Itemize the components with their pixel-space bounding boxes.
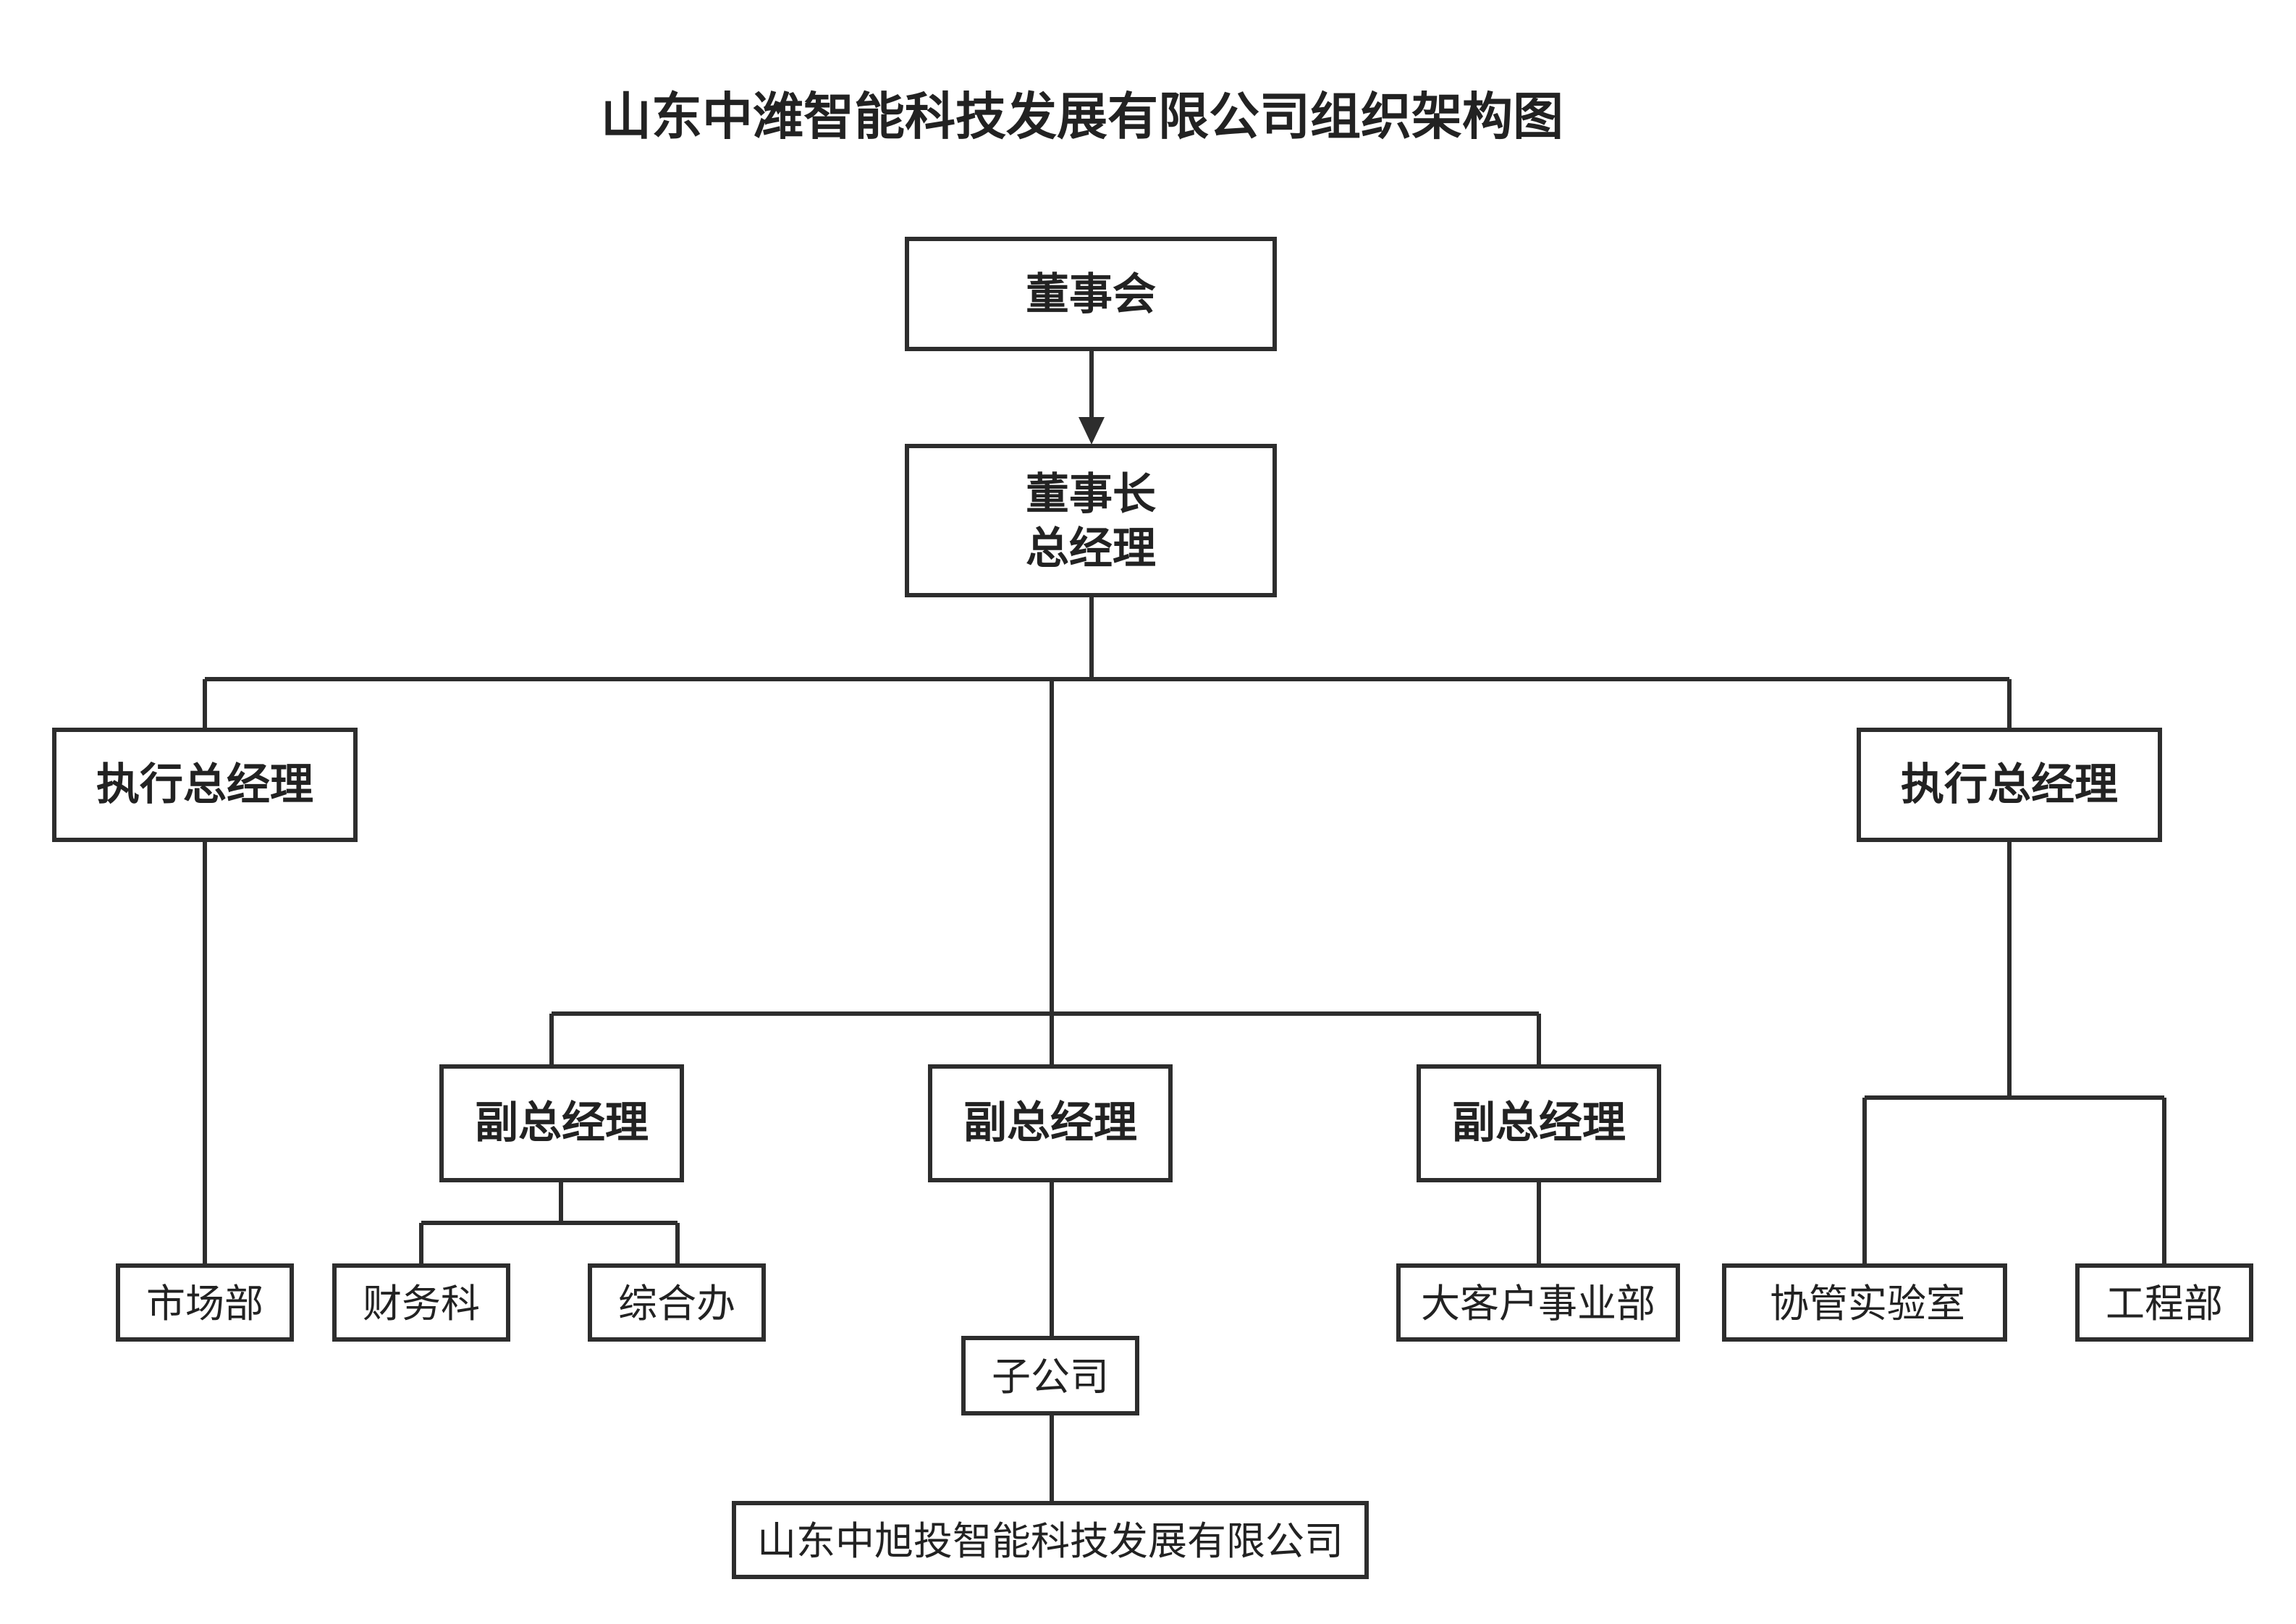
arrow-down-icon	[1079, 417, 1105, 445]
node-key-accounts-label: 大客户事业部	[1421, 1281, 1655, 1326]
node-exec-right: 执行总经理	[1857, 728, 2162, 842]
node-subsidiary-label: 子公司	[992, 1354, 1109, 1400]
node-vp-left-label: 副总经理	[475, 1098, 649, 1148]
node-board: 董事会	[905, 237, 1277, 351]
node-exec-left-label: 执行总经理	[96, 760, 313, 810]
node-chairman: 董事长 总经理	[905, 444, 1277, 597]
node-vp-center-label: 副总经理	[963, 1098, 1137, 1148]
node-board-label: 董事会	[1026, 269, 1156, 320]
node-market: 市场部	[116, 1263, 294, 1342]
node-finance: 财务科	[332, 1263, 510, 1342]
node-finance-label: 财务科	[363, 1281, 480, 1326]
node-vp-center: 副总经理	[928, 1064, 1173, 1182]
node-co-lab: 协管实验室	[1722, 1263, 2007, 1342]
node-subsidiary-company-label: 山东中旭投智能科技发展有限公司	[757, 1518, 1343, 1564]
node-chairman-label-line1: 董事长	[1026, 469, 1156, 520]
node-engineering-label: 工程部	[2106, 1281, 2223, 1326]
node-subsidiary: 子公司	[961, 1336, 1139, 1415]
node-co-lab-label: 协管实验室	[1770, 1281, 1965, 1326]
node-vp-right-label: 副总经理	[1452, 1098, 1626, 1148]
chart-title: 山东中潍智能科技发展有限公司组织架构图	[601, 87, 1563, 146]
node-chairman-label-line2: 总经理	[1026, 523, 1156, 574]
node-engineering: 工程部	[2075, 1263, 2253, 1342]
node-subsidiary-company: 山东中旭投智能科技发展有限公司	[732, 1501, 1369, 1579]
node-market-label: 市场部	[146, 1281, 263, 1326]
node-exec-right-label: 执行总经理	[1901, 760, 2118, 810]
node-exec-left: 执行总经理	[52, 728, 358, 842]
node-general-office: 综合办	[588, 1263, 766, 1342]
connectors	[203, 349, 2166, 1503]
node-general-office-label: 综合办	[618, 1281, 735, 1326]
node-key-accounts: 大客户事业部	[1396, 1263, 1680, 1342]
node-vp-right: 副总经理	[1417, 1064, 1661, 1182]
node-vp-left: 副总经理	[439, 1064, 684, 1182]
